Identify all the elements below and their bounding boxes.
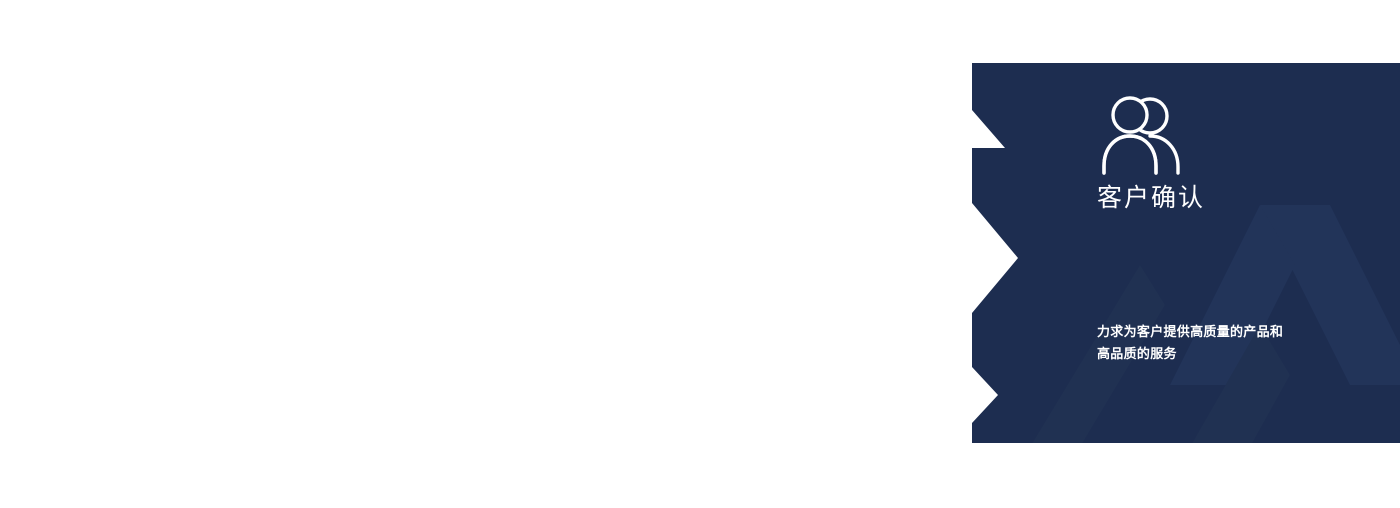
two-people-icon: [1100, 93, 1184, 175]
card-title: 客户确认: [1097, 184, 1206, 212]
card-description: 力求为客户提供高质量的产品和 高品质的服务: [1097, 321, 1337, 365]
card-description-line-2: 高品质的服务: [1097, 346, 1177, 361]
card-description-line-1: 力求为客户提供高质量的产品和: [1097, 324, 1284, 339]
letter-a-watermark: [1030, 205, 1400, 443]
card-background-shape: [972, 63, 1400, 443]
card-content: 客户确认 力求为客户提供高质量的产品和 高品质的服务: [960, 55, 1400, 447]
customer-confirmation-card: 客户确认 力求为客户提供高质量的产品和 高品质的服务: [960, 55, 1400, 447]
